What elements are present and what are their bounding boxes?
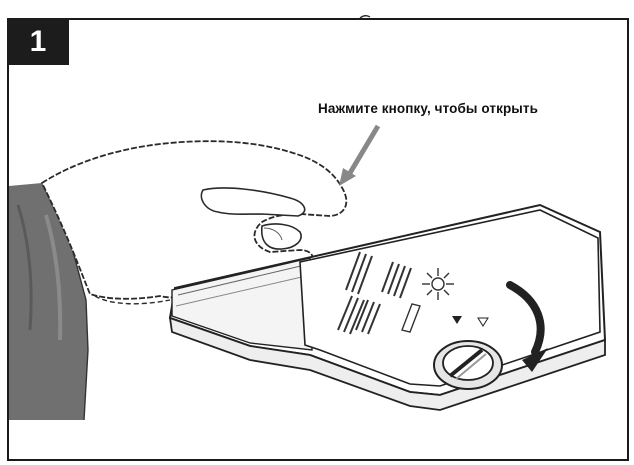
dial: [434, 341, 502, 389]
down-left-arrow-icon: [339, 126, 378, 186]
instruction-label: Нажмите кнопку, чтобы открыть: [318, 101, 538, 116]
step-number-badge: 1: [7, 18, 69, 65]
